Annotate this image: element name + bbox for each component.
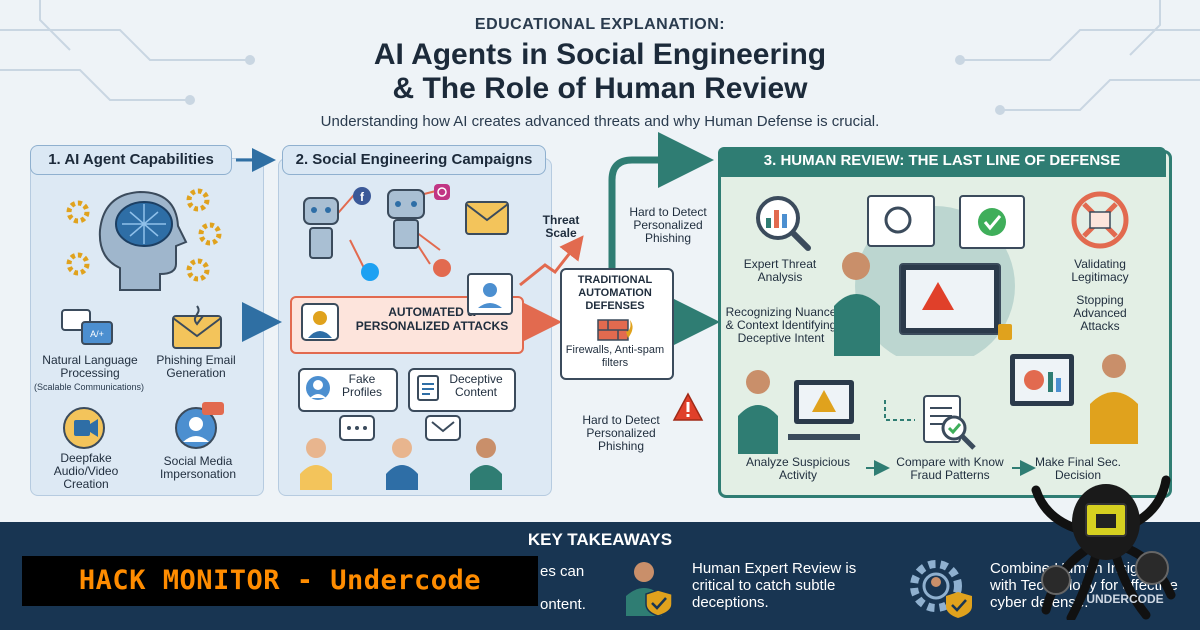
- label-phishing: Phishing Email Generation: [156, 353, 236, 380]
- svg-text:f: f: [360, 190, 365, 204]
- document-magnifier-icon: [923, 395, 976, 450]
- label-analyze: Analyze Suspicious Activity: [745, 455, 851, 482]
- label-threat-scale: Threat Scale: [542, 213, 580, 240]
- gear-shield-icon: [910, 560, 972, 618]
- label-nlp: Natural Language Processing: [42, 353, 138, 380]
- robot-2-icon: [387, 189, 425, 219]
- panel1-heading: 1. AI Agent Capabilities: [30, 145, 232, 175]
- automated-attacks-label: AUTOMATED & PERSONALIZED ATTACKS: [355, 305, 509, 333]
- magnifier-chart-icon: [756, 196, 811, 251]
- human-expert-shield-icon: [626, 562, 673, 616]
- label-traditional-defenses: TRADITIONAL AUTOMATION DEFENSES: [577, 274, 653, 312]
- arrow-bypass-top: [608, 132, 714, 268]
- robot-1-icon: [303, 197, 339, 225]
- page-subtitle: Understanding how AI creates advanced th…: [320, 113, 880, 130]
- label-hard-to-detect-bottom: Hard to Detect Personalized Phishing: [582, 413, 660, 453]
- takeaway-2: Human Expert Review is critical to catch…: [692, 560, 857, 611]
- ai-brain-head-icon: [66, 188, 222, 291]
- decision-analyst-illustration: [1010, 354, 1138, 444]
- fake-profile-card-icon: [467, 273, 513, 315]
- takeaway-1-tail2: ontent.: [540, 596, 586, 613]
- label-final-decision: Make Final Sec. Decision: [1034, 455, 1122, 482]
- label-nuance: Recognizing Nuance & Context Identifying…: [725, 305, 837, 345]
- phishing-envelope-icon: [172, 305, 222, 349]
- panel3-heading: 3. HUMAN REVIEW: THE LAST LINE OF DEFENS…: [718, 147, 1166, 177]
- analyst-workstation-illustration: [834, 195, 1025, 356]
- mail-badge-icon: [433, 259, 451, 277]
- targeted-people-illustration: [300, 415, 502, 490]
- label-deceptive-content: Deceptive Content: [449, 372, 503, 399]
- octopus-mascot-icon: [1031, 475, 1176, 620]
- facebook-icon: [353, 187, 371, 205]
- dashed-connector: [884, 400, 915, 421]
- label-deepfake: Deepfake Audio/Video Creation: [53, 451, 119, 491]
- profile-icon: [306, 376, 330, 400]
- label-validating: Validating Legitimacy: [1071, 257, 1129, 284]
- label-fake-profiles: Fake Profiles: [341, 372, 382, 399]
- label-stopping: Stopping Advanced Attacks: [1073, 293, 1127, 333]
- social-impersonation-icon: [175, 402, 224, 449]
- takeaway-1-tail: es can: [540, 563, 585, 580]
- page-title-line1: AI Agents in Social Engineering: [373, 38, 827, 71]
- analyst-suspicious-illustration: [738, 370, 860, 454]
- blocked-icon: [1071, 191, 1129, 249]
- undercode-watermark: UNDERCODE: [1086, 592, 1164, 606]
- page-title-line2: & The Role of Human Review: [392, 72, 808, 105]
- panel2-heading: 2. Social Engineering Campaigns: [282, 145, 546, 175]
- label-expert-analysis: Expert Threat Analysis: [743, 257, 817, 284]
- document-icon: [417, 375, 439, 401]
- deepfake-play-icon: [63, 407, 105, 449]
- label-nlp-note: (Scalable Communications): [33, 382, 145, 392]
- label-compare: Compare with Know Fraud Patterns: [896, 455, 1004, 482]
- firewall-icon: [597, 319, 633, 341]
- warning-icon: [672, 392, 704, 421]
- label-impersonation: Social Media Impersonation: [159, 454, 237, 481]
- twitter-icon: [361, 263, 379, 281]
- chat-bubbles-icon: A/+: [61, 309, 113, 345]
- hacker-avatar-icon: [301, 303, 339, 341]
- svg-text:A/+: A/+: [90, 329, 104, 339]
- key-takeaways-heading: KEY TAKEAWAYS: [527, 530, 673, 549]
- robot-network-illustration: f: [303, 184, 509, 281]
- threat-scale-arrow: [519, 235, 584, 287]
- hack-monitor-banner-text: HACK MONITOR - Undercode: [78, 565, 482, 596]
- label-firewalls: Firewalls, Anti-spam filters: [565, 344, 665, 369]
- hack-monitor-banner: [22, 556, 538, 606]
- envelope-icon: [465, 201, 509, 235]
- header-kicker: EDUCATIONAL EXPLANATION:: [474, 16, 726, 33]
- instagram-icon: [434, 184, 450, 200]
- label-hard-to-detect-top: Hard to Detect Personalized Phishing: [629, 205, 707, 245]
